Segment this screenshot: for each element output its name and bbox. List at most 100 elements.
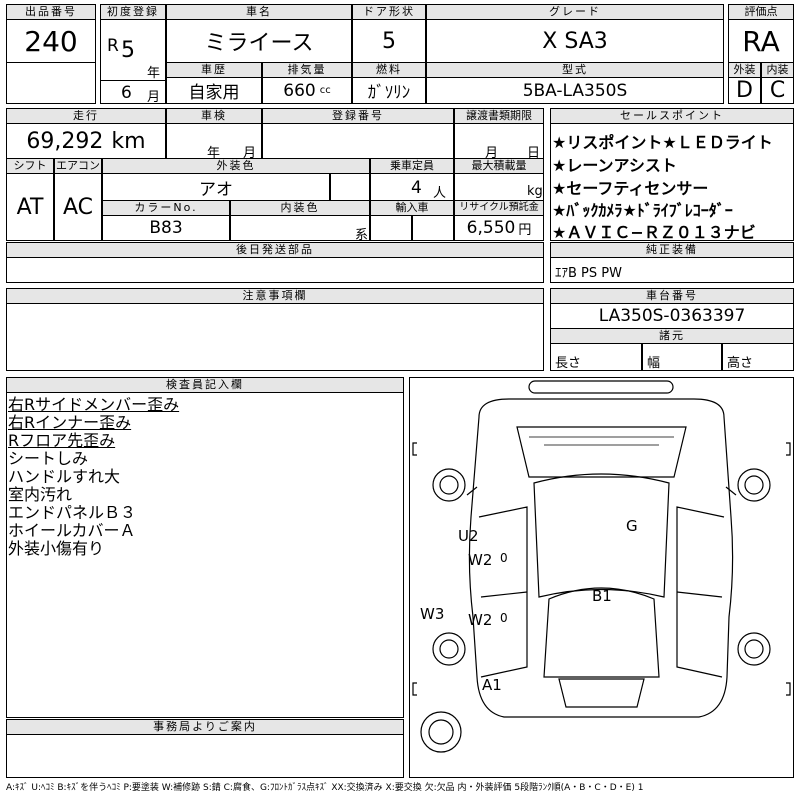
aircon-value: AC — [54, 173, 102, 241]
color-number-value: B83 — [102, 215, 230, 241]
car-name-value: ミライース — [166, 19, 352, 63]
damage-mark-a1: A1 — [482, 676, 502, 694]
sales-point-line: ★レーンアシスト — [552, 156, 677, 175]
front-right-wheel — [737, 468, 771, 502]
chassis-number-value: LA350S-0363397 — [550, 303, 794, 329]
recycle-label: リサイクル預託金 — [454, 200, 544, 216]
inspector-note: ホイールカバーＡ — [8, 521, 136, 540]
left-door-lines — [478, 506, 528, 678]
inspector-note: 右Rサイドメンバー歪み — [8, 395, 180, 414]
recycle-value: 6,550 — [466, 218, 516, 238]
car-diagram — [412, 380, 791, 753]
registration-number-label: 登録番号 — [262, 108, 454, 124]
damage-mark-g: G — [626, 517, 638, 535]
inspector-notes-label: 検査員記入欄 — [6, 377, 404, 393]
model-code-value: 5BA-LA350S — [426, 77, 724, 104]
exterior-color-label: 外装色 — [102, 158, 370, 174]
first-registration-label: 初度登録 — [100, 4, 166, 20]
displacement-unit: cc — [319, 85, 331, 96]
exterior-color-value: アオ — [102, 173, 330, 201]
inspection-year-unit: 年 — [207, 146, 221, 161]
mileage-cell: 69,292 km — [6, 123, 166, 159]
width-label: 幅 — [647, 356, 661, 371]
sales-point-line: ★ＡＶＩＣ−ＲＺ０１３ナビ — [552, 223, 756, 242]
inspector-notes-cell — [6, 392, 404, 718]
transfer-deadline-cell: 月 日 — [454, 123, 544, 161]
exterior-color-extra-cell — [330, 173, 370, 201]
recycle-cell: 6,550 円 — [454, 215, 544, 241]
displacement-value: 660 — [283, 80, 316, 101]
transfer-deadline-label: 譲渡書類期限 — [454, 108, 544, 124]
capacity-value: 4 — [411, 178, 422, 198]
model-code-label: 型式 — [426, 62, 724, 78]
interior-score-value: C — [761, 77, 794, 104]
sales-point-line: ★セーフティセンサー — [552, 179, 709, 198]
inspection-month-unit: 月 — [243, 146, 257, 161]
damage-code-legend: A:ｷｽﾞ U:ﾍｺﾐ B:ｷｽﾞを伴うﾍｺﾐ P:要塗装 W:補修跡 S:錆 … — [6, 783, 644, 793]
damage-mark-zero: 0 — [500, 611, 508, 625]
height-label: 高さ — [727, 356, 754, 371]
lot-number-label: 出品番号 — [6, 4, 96, 20]
registration-month-cell: 6 月 — [100, 80, 166, 105]
score-value: RA — [728, 19, 794, 63]
registration-month: 6 — [121, 83, 132, 103]
rear-window-shape — [558, 678, 645, 708]
mileage-label: 走行 — [6, 108, 166, 124]
era-letter: R — [107, 36, 119, 56]
max-load-unit: kg — [527, 184, 543, 199]
import-label: 輸入車 — [370, 200, 454, 216]
later-parts-cell — [6, 257, 544, 283]
notes-cell — [6, 303, 544, 371]
car-diagram-frame — [409, 377, 794, 778]
grade-label: グレード — [426, 4, 724, 20]
registration-year: 5 — [121, 38, 135, 63]
inspector-note: エンドパネルＢ３ — [8, 503, 137, 522]
inspector-note: 右Rインナー歪み — [8, 413, 132, 432]
equipment-value: ｴｱB PS PW — [555, 266, 622, 281]
length-cell: 長さ — [550, 343, 642, 371]
sales-points-cell — [550, 123, 794, 241]
max-load-label: 最大積載量 — [454, 158, 544, 174]
hood-shape — [516, 426, 687, 478]
color-number-label: カラーNo. — [102, 200, 230, 216]
office-notice-cell — [6, 734, 404, 778]
exterior-score-label: 外装 — [728, 62, 761, 78]
inspector-note: Rフロア先歪み — [8, 431, 116, 450]
transfer-month-unit: 月 — [485, 146, 499, 161]
shift-label: シフト — [6, 158, 54, 174]
mileage-unit: km — [111, 128, 146, 154]
equipment-cell: ｴｱB PS PW — [550, 257, 794, 283]
damage-mark-b1: B1 — [592, 587, 612, 605]
mileage-value: 69,292 — [26, 128, 104, 154]
displacement-label: 排気量 — [262, 62, 352, 78]
interior-score-label: 内装 — [761, 62, 794, 78]
shift-value: AT — [6, 173, 54, 241]
specs-label: 諸元 — [550, 328, 794, 344]
score-label: 評価点 — [728, 4, 794, 20]
fuel-value: ｶﾞｿﾘﾝ — [352, 77, 426, 104]
grade-value: X SA3 — [426, 19, 724, 63]
height-cell: 高さ — [722, 343, 794, 371]
month-unit: 月 — [147, 90, 161, 105]
damage-mark-zero: 0 — [500, 551, 508, 565]
lot-blank-cell — [6, 62, 96, 104]
front-bumper-shape — [528, 380, 674, 394]
displacement-cell: 660 cc — [262, 77, 352, 104]
year-unit: 年 — [147, 66, 161, 81]
import-cell-b — [412, 215, 454, 241]
history-value: 自家用 — [166, 77, 262, 104]
sales-point-line: ★ﾊﾞｯｸｶﾒﾗ★ﾄﾞﾗｲﾌﾞﾚｺｰﾀﾞｰ — [552, 201, 733, 220]
rear-right-wheel — [737, 632, 771, 666]
inspection-label: 車検 — [166, 108, 262, 124]
front-left-wheel — [432, 468, 466, 502]
door-type-value: 5 — [352, 19, 426, 63]
aircon-label: エアコン — [54, 158, 102, 174]
history-label: 車歴 — [166, 62, 262, 78]
interior-color-label: 内装色 — [230, 200, 370, 216]
exterior-score-value: D — [728, 77, 761, 104]
transfer-day-unit: 日 — [527, 146, 541, 161]
office-notice-label: 事務局よりご案内 — [6, 719, 404, 735]
import-cell-a — [370, 215, 412, 241]
max-load-cell: kg — [454, 173, 544, 201]
door-type-label: ドア形状 — [352, 4, 426, 20]
